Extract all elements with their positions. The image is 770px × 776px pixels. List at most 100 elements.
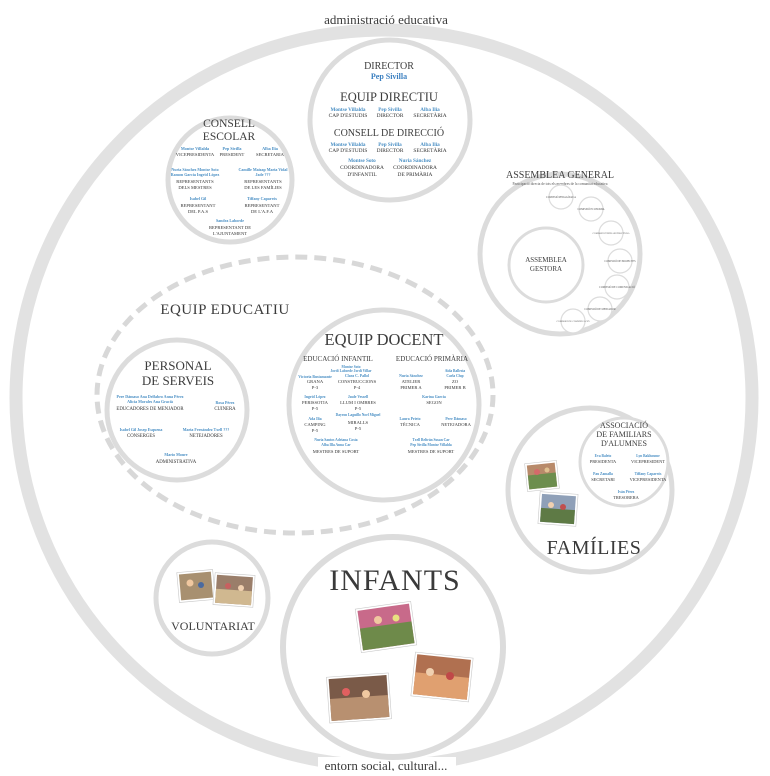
svg-text:COMISSIÓ DE MENJADOR: COMISSIÓ DE MENJADOR [584, 308, 616, 311]
commission-bubble: COMISSIÓ PEDAGÒGICA [546, 184, 576, 210]
consell-escolar-member-name: Nuria Sánchez Montse Soto [171, 167, 218, 172]
col-infantil-header: EDUCACIÓ INFANTIL [303, 355, 373, 363]
docent-role: MIRALLS [348, 420, 369, 425]
docent-name: Montse Soto [341, 365, 360, 369]
afa-member-name: Eva Baleto [595, 454, 612, 458]
docent-role: MESTRES DE SUPORT [408, 449, 455, 454]
equip-docent-title: EQUIP DOCENT [324, 330, 443, 349]
families-photo [537, 491, 579, 527]
equip-educatiu-ellipse [94, 254, 496, 536]
consell-escolar-member-role: SECRETARIA [256, 152, 285, 157]
consell-escolar-member-role: DE L'A.F.A [251, 209, 274, 214]
assemblea-general-subtitle: Participació directa de tots els membres… [513, 182, 608, 186]
commission-bubble: COMISSIÓ ECONOMIA [577, 196, 605, 222]
docent-name: Carla Clup [446, 374, 463, 378]
afa-member-role: SECRETARI [591, 477, 615, 482]
consell-escolar-member-role: DELS MESTRES [178, 185, 212, 190]
consell-member-name: Pep Sivilla [378, 142, 402, 148]
docent-role: NETEJADORA [441, 422, 472, 427]
docent-role: P-5 [312, 428, 319, 433]
afa-member-role: PRESIDENTA [590, 459, 617, 464]
consell-member-role: DIRECTOR [377, 148, 404, 154]
docent-role: ATELIER [402, 379, 422, 384]
afa-member-name: Iván Pérez [618, 490, 635, 494]
consell-escolar-member-name: Sandra Laborde [216, 218, 244, 223]
consell-escolar-member-name: Camille Maizap Maria Vidal [239, 167, 289, 172]
consell-escolar-member-name: Jade ??? [256, 172, 271, 177]
svg-text:COMISSIÓ DE COMUNICACIÓ: COMISSIÓ DE COMUNICACIÓ [557, 320, 590, 323]
afa-member-name: Lyn Bakhoume [636, 454, 660, 458]
docent-name: Ada Ilia [308, 417, 321, 421]
consell-escolar-member-role: DEL P.A.S [188, 209, 209, 214]
svg-text:COMISSIÓ DE PROJECTES: COMISSIÓ DE PROJECTES [604, 260, 636, 263]
afa-title: ASSOCIACIÓ [600, 420, 648, 430]
docent-name: Victoria Bustamante [298, 375, 332, 379]
commission-bubble: COMISSIÓ DE PROJECTES [604, 248, 636, 274]
consell-escolar-member-role: L'AJUNTAMENT [213, 231, 247, 236]
personal-name: Mario Moure [164, 452, 187, 457]
equip-directiu-member-name: Alba Ilia [420, 107, 440, 113]
docent-name: Pere Dámaso [445, 417, 466, 421]
assemblea-general-circle: ASSEMBLEA GENERAL Participació directa d… [477, 170, 643, 337]
svg-text:COMISSIÓ ECONOMIA: COMISSIÓ ECONOMIA [577, 208, 604, 211]
consell-escolar-circle: CONSELL ESCOLAR Montse Villalda VICEPRES… [165, 115, 295, 245]
docent-role: TÈCNICA [400, 422, 421, 427]
infants-photo [326, 672, 392, 724]
equip-directiu-member-role: SECRETÀRIA [413, 111, 446, 119]
director-title: DIRECTOR [364, 61, 414, 72]
consell-escolar-title: CONSELL [203, 118, 255, 130]
assemblea-gestora-title: GESTORA [530, 265, 562, 273]
director-circle: DIRECTOR Pep Sivilla EQUIP DIRECTIU Mont… [307, 37, 473, 203]
voluntariat-title: VOLUNTARIAT [171, 619, 255, 633]
consell-member-role: COORDINADORA [340, 165, 384, 171]
personal-role: NETEJADORES [189, 434, 223, 439]
docent-name: Alba Illa Anna Car [321, 443, 351, 447]
outer-bottom-label: entorn social, cultural... [325, 758, 448, 771]
docent-name: Laura Prieto [400, 417, 421, 421]
docent-role: MESTRES DE SUPORT [313, 449, 360, 454]
personal-role: CONSERGES [127, 434, 155, 439]
docent-role: P-5 [312, 406, 319, 411]
consell-escolar-member-name: Pep Sivilla [223, 146, 243, 151]
families-photo [524, 460, 560, 492]
consell-escolar-member-role: REPRESENTANT DE [209, 225, 251, 230]
docent-role: PRIMER A [400, 385, 422, 390]
consell-escolar-member-role: PRESIDENT [220, 152, 245, 157]
consell-member-role: SECRETÀRIA [413, 146, 446, 154]
commission-bubble: COMISSIÓ DE COMUNICACIÓ [599, 274, 635, 300]
afa-circle [578, 416, 670, 508]
svg-text:COMISSIÓ DE COMUNICACIÓ: COMISSIÓ DE COMUNICACIÓ [599, 286, 635, 289]
assemblea-gestora-title: ASSEMBLEA [525, 256, 567, 264]
consell-member-role: DE PRIMÀRIA [398, 170, 433, 178]
consell-member-name: Montse Villalda [330, 142, 365, 148]
personal-name: Rosa Pérez [216, 400, 235, 405]
equip-educatiu-title: EQUIP EDUCATIU [160, 302, 289, 318]
consell-member-role: COORDINADORA [393, 165, 437, 171]
consell-escolar-member-name: Tiffany Caparrós [247, 196, 277, 201]
personal-serveis-title: DE SERVEIS [142, 373, 214, 388]
consell-member-name: Alba Ilia [420, 142, 440, 148]
docent-role: CAMPING [304, 422, 326, 427]
families-title: FAMÍLIES [547, 536, 642, 559]
docent-role: PERISSOTIA [302, 400, 329, 405]
personal-name: Pere Dámaso Ana Delfabro Anna Pérez [117, 394, 184, 399]
equip-directiu-title: EQUIP DIRECTIU [340, 90, 438, 104]
docent-role: P-3 [312, 385, 319, 390]
voluntariat-photo [176, 569, 216, 603]
consell-escolar-member-role: VICEPRESIDENTA [176, 152, 215, 157]
consell-escolar-member-role: REPRESENTANTS [244, 179, 282, 184]
equip-directiu-member-role: DIRECTOR [377, 113, 404, 119]
personal-role: CUINERA [214, 407, 236, 412]
consell-escolar-member-name: Montse Villalda [181, 146, 210, 151]
afa-member-role: TRESORERA [613, 495, 639, 500]
personal-name: Isabel Gil Josep Esquena [120, 427, 163, 432]
docent-role: P-5 [355, 426, 362, 431]
docent-name: Pep Sivilla Montse Villalda [410, 443, 452, 447]
docent-role: P-4 [354, 385, 361, 390]
commission-bubble: COMISSIÓ D'INFRAESTRUCTURA [592, 220, 630, 246]
consell-escolar-member-name: Alba Ilia [262, 146, 279, 151]
equip-directiu-member-name: Montse Villalda [330, 107, 365, 113]
assemblea-general-title: ASSEMBLEA GENERAL [506, 170, 614, 181]
afa-member-name: Pau Zamalla [593, 472, 613, 476]
